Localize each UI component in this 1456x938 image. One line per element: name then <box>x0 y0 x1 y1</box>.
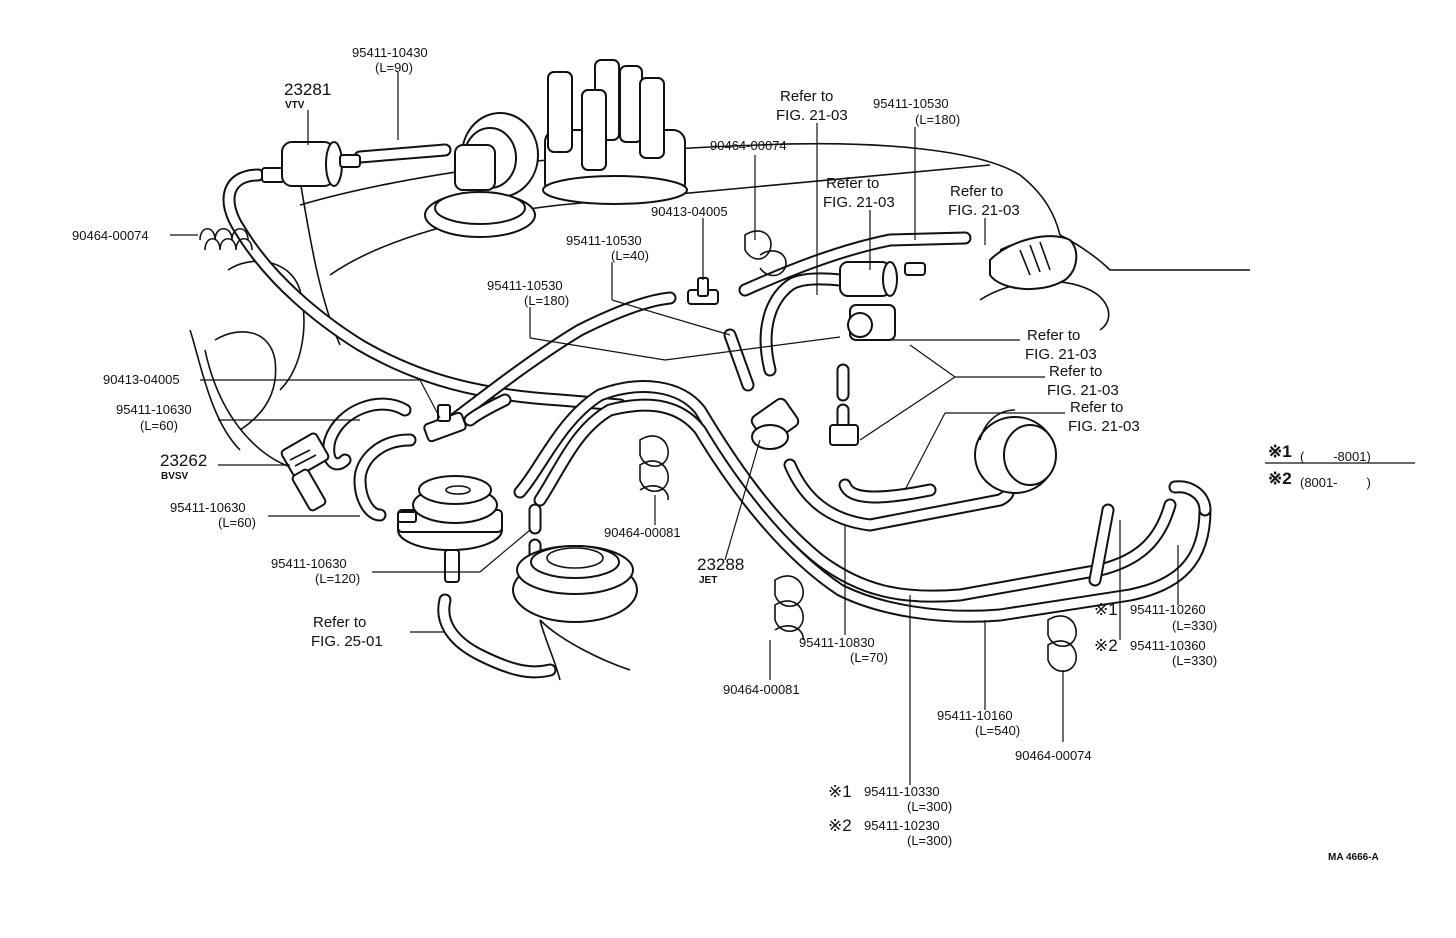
label-l540: (L=540) <box>975 723 1020 738</box>
vsv-right <box>974 409 1057 494</box>
label-fig-e: FIG. 21-03 <box>1047 382 1119 399</box>
label-fig-f: FIG. 21-03 <box>1068 418 1140 435</box>
label-23281: 23281 <box>284 80 331 99</box>
vsv-upper <box>839 261 926 341</box>
label-90464-00074-mid: 90464-00074 <box>710 138 787 153</box>
legend-mark-1: ※1 <box>1268 442 1292 461</box>
label-90464-00081-b: 90464-00081 <box>723 682 800 697</box>
bvsv-valve <box>280 432 330 512</box>
label-95411-10630-b: 95411-10630 <box>170 500 246 515</box>
label-23262: 23262 <box>160 451 207 470</box>
label-refer-f: Refer to <box>1070 399 1123 416</box>
label-fig-d: FIG. 21-03 <box>1025 346 1097 363</box>
label-drawing-code: MA 4666-A <box>1328 852 1379 863</box>
label-fig-25-01: FIG. 25-01 <box>311 633 383 650</box>
label-23288: 23288 <box>697 555 744 574</box>
vacuum-hoses <box>222 143 1212 679</box>
label-fig-a: FIG. 21-03 <box>776 107 848 124</box>
label-95411-10630-a: 95411-10630 <box>116 402 192 417</box>
label-refer-d: Refer to <box>1027 327 1080 344</box>
label-mark1-a: ※1 <box>1094 600 1118 619</box>
label-90413-04005-top: 90413-04005 <box>651 204 728 219</box>
label-l120: (L=120) <box>315 571 360 586</box>
label-l60-a: (L=60) <box>140 418 178 433</box>
egr-valve <box>397 475 503 583</box>
label-90464-00081-a: 90464-00081 <box>604 525 681 540</box>
distributor-cap <box>542 59 688 205</box>
label-l300-a: (L=300) <box>907 799 952 814</box>
label-90464-00074-left: 90464-00074 <box>72 228 149 243</box>
vtv-valve <box>261 141 361 187</box>
label-vtv: VTV <box>285 100 305 111</box>
legend-mark-2: ※2 <box>1268 469 1292 488</box>
label-95411-10530-top: 95411-10530 <box>873 96 949 111</box>
label-fig-b: FIG. 21-03 <box>823 194 895 211</box>
legend: ※1 ( -8001) ※2 (8001- ) <box>1268 442 1371 490</box>
label-95411-10230: 95411-10230 <box>864 818 940 833</box>
label-90413-04005-left: 90413-04005 <box>103 372 180 387</box>
label-jet: JET <box>699 575 717 586</box>
label-90464-00074-right: 90464-00074 <box>1015 748 1092 763</box>
label-95411-10530-mid: 95411-10530 <box>566 233 642 248</box>
label-l70: (L=70) <box>850 650 888 665</box>
label-fig-c: FIG. 21-03 <box>948 202 1020 219</box>
label-refer-c: Refer to <box>950 183 1003 200</box>
air-intake <box>989 235 1078 291</box>
label-95411-10430: 95411-10430 <box>352 45 428 60</box>
vacuum-advancer <box>454 112 539 198</box>
label-95411-10530-low: 95411-10530 <box>487 278 563 293</box>
label-refer-e: Refer to <box>1049 363 1102 380</box>
hose-clamps <box>199 227 1077 673</box>
label-l180-low: (L=180) <box>524 293 569 308</box>
label-l300-b: (L=300) <box>907 833 952 848</box>
oil-filler-cap <box>424 191 536 238</box>
label-refer-g: Refer to <box>313 614 366 631</box>
label-l180-top: (L=180) <box>915 112 960 127</box>
label-bvsv: BVSV <box>161 471 189 482</box>
label-mark1-b: ※1 <box>828 782 852 801</box>
egr-modulator <box>512 545 638 681</box>
label-mark2-a: ※2 <box>1094 636 1118 655</box>
label-95411-10330: 95411-10330 <box>864 784 940 799</box>
leader-lines <box>170 72 1415 785</box>
legend-range-1: ( -8001) <box>1300 449 1371 464</box>
label-l60-b: (L=60) <box>218 515 256 530</box>
legend-range-2: (8001- ) <box>1300 475 1371 490</box>
label-l90: (L=90) <box>375 60 413 75</box>
t-fittings <box>423 277 859 446</box>
label-95411-10830: 95411-10830 <box>799 635 875 650</box>
jet <box>750 397 800 450</box>
label-95411-10360: 95411-10360 <box>1130 638 1206 653</box>
label-95411-10630-c: 95411-10630 <box>271 556 347 571</box>
label-mark2-b: ※2 <box>828 816 852 835</box>
label-l330-a: (L=330) <box>1172 618 1217 633</box>
label-refer-b: Refer to <box>826 175 879 192</box>
label-refer-a: Refer to <box>780 88 833 105</box>
label-95411-10160: 95411-10160 <box>937 708 1013 723</box>
label-l40: (L=40) <box>611 248 649 263</box>
callout-labels: 95411-10430 (L=90) 23281 VTV 90464-00074… <box>72 45 1379 863</box>
label-l330-b: (L=330) <box>1172 653 1217 668</box>
label-95411-10260: 95411-10260 <box>1130 602 1206 617</box>
